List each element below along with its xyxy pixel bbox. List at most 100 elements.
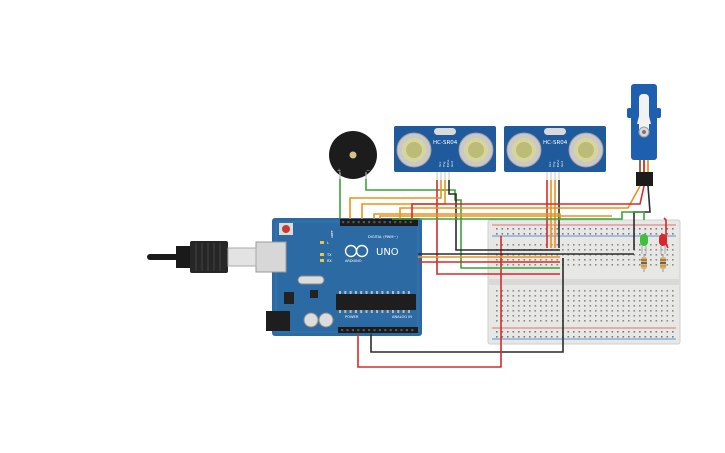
breadboard-hole bbox=[639, 290, 641, 292]
breadboard-hole bbox=[600, 300, 603, 302]
led-green bbox=[640, 234, 648, 254]
breadboard-hole bbox=[589, 305, 592, 307]
sensor-1-pin-label: Vcc bbox=[438, 161, 442, 167]
header-pin bbox=[357, 329, 360, 332]
breadboard-hole bbox=[496, 320, 498, 322]
breadboard-hole bbox=[595, 336, 597, 338]
breadboard-hole bbox=[655, 264, 658, 266]
breadboard-hole bbox=[655, 259, 658, 261]
breadboard-hole bbox=[534, 310, 537, 312]
breadboard-hole bbox=[672, 300, 674, 302]
breadboard-hole bbox=[600, 259, 603, 261]
breadboard-hole bbox=[573, 228, 575, 230]
breadboard-hole bbox=[573, 244, 575, 246]
breadboard-hole bbox=[650, 320, 652, 322]
reset-button[interactable] bbox=[279, 223, 293, 235]
header-pin bbox=[351, 329, 354, 332]
breadboard-hole bbox=[578, 233, 581, 235]
breadboard-hole bbox=[562, 249, 564, 251]
breadboard-hole bbox=[507, 264, 509, 266]
breadboard-hole bbox=[573, 320, 575, 322]
led-red bbox=[659, 234, 667, 254]
breadboard-hole bbox=[600, 249, 603, 251]
sensor-1-pin-label: Echo bbox=[446, 160, 450, 167]
breadboard-hole bbox=[644, 295, 647, 297]
breadboard-hole bbox=[512, 320, 515, 322]
breadboard-hole bbox=[545, 259, 548, 261]
breadboard-hole bbox=[628, 259, 630, 261]
wire-sensor1-echo bbox=[361, 180, 446, 219]
breadboard-hole bbox=[567, 228, 570, 230]
breadboard-hole bbox=[534, 244, 537, 246]
wire-led-red bbox=[663, 217, 669, 249]
breadboard-hole bbox=[650, 305, 652, 307]
breadboard-hole bbox=[523, 320, 526, 322]
breadboard-hole bbox=[501, 320, 504, 322]
ultrasonic-sensor-1: HC-SR04 Vcc Trig Echo Gnd bbox=[394, 126, 496, 180]
svg-text:+: + bbox=[337, 168, 341, 174]
breadboard-hole bbox=[622, 320, 625, 322]
breadboard-hole bbox=[512, 259, 515, 261]
chip-pin bbox=[344, 310, 347, 313]
breadboard-hole bbox=[666, 249, 669, 251]
breadboard-hole bbox=[633, 305, 636, 307]
buzzer-icon: + − bbox=[329, 131, 377, 179]
breadboard-hole bbox=[666, 233, 669, 235]
chip-pin bbox=[349, 291, 352, 294]
breadboard-hole bbox=[518, 264, 520, 266]
breadboard-hole bbox=[584, 320, 586, 322]
breadboard-hole bbox=[650, 244, 652, 246]
power-jack bbox=[266, 311, 290, 331]
breadboard-hole bbox=[551, 295, 553, 297]
chip-pin bbox=[402, 310, 405, 313]
breadboard-hole bbox=[589, 315, 592, 317]
breadboard-hole bbox=[628, 249, 630, 251]
breadboard-hole bbox=[639, 315, 641, 317]
breadboard-hole bbox=[507, 259, 509, 261]
breadboard-hole bbox=[496, 315, 498, 317]
breadboard-hole bbox=[617, 295, 619, 297]
breadboard-hole bbox=[633, 315, 636, 317]
breadboard-hole bbox=[606, 228, 608, 230]
breadboard-hole bbox=[606, 264, 608, 266]
breadboard-hole bbox=[540, 300, 542, 302]
breadboard-hole bbox=[644, 290, 647, 292]
header-pin bbox=[378, 221, 381, 224]
breadboard-hole bbox=[650, 259, 652, 261]
microcontroller-chip bbox=[336, 291, 416, 313]
breadboard-hole bbox=[606, 331, 608, 333]
breadboard-hole bbox=[672, 336, 674, 338]
chip-pin bbox=[349, 310, 352, 313]
chip-pin bbox=[354, 310, 357, 313]
svg-text:−: − bbox=[366, 168, 370, 174]
breadboard-hole bbox=[496, 259, 498, 261]
breadboard-hole bbox=[540, 295, 542, 297]
breadboard-hole bbox=[584, 310, 586, 312]
wires bbox=[339, 179, 669, 368]
breadboard-hole bbox=[507, 336, 509, 338]
breadboard-hole bbox=[639, 336, 641, 338]
breadboard-hole bbox=[545, 295, 548, 297]
breadboard-hole bbox=[655, 244, 658, 246]
breadboard-hole bbox=[589, 244, 592, 246]
breadboard-hole bbox=[529, 228, 531, 230]
breadboard-hole bbox=[661, 310, 663, 312]
breadboard-hole bbox=[617, 244, 619, 246]
chip-pin bbox=[397, 310, 400, 313]
breadboard-hole bbox=[573, 249, 575, 251]
wire-5v bbox=[357, 236, 502, 368]
breadboard-hole bbox=[606, 315, 608, 317]
breadboard-hole bbox=[644, 300, 647, 302]
breadboard-hole bbox=[589, 295, 592, 297]
wire-servo-signal bbox=[399, 185, 641, 219]
breadboard-hole bbox=[573, 290, 575, 292]
breadboard-hole bbox=[518, 295, 520, 297]
breadboard-hole bbox=[578, 331, 581, 333]
breadboard-hole bbox=[567, 315, 570, 317]
breadboard-hole bbox=[606, 320, 608, 322]
breadboard-hole bbox=[666, 305, 669, 307]
breadboard-hole bbox=[501, 336, 504, 338]
breadboard-hole bbox=[622, 315, 625, 317]
breadboard-hole bbox=[518, 315, 520, 317]
breadboard-hole bbox=[551, 300, 553, 302]
